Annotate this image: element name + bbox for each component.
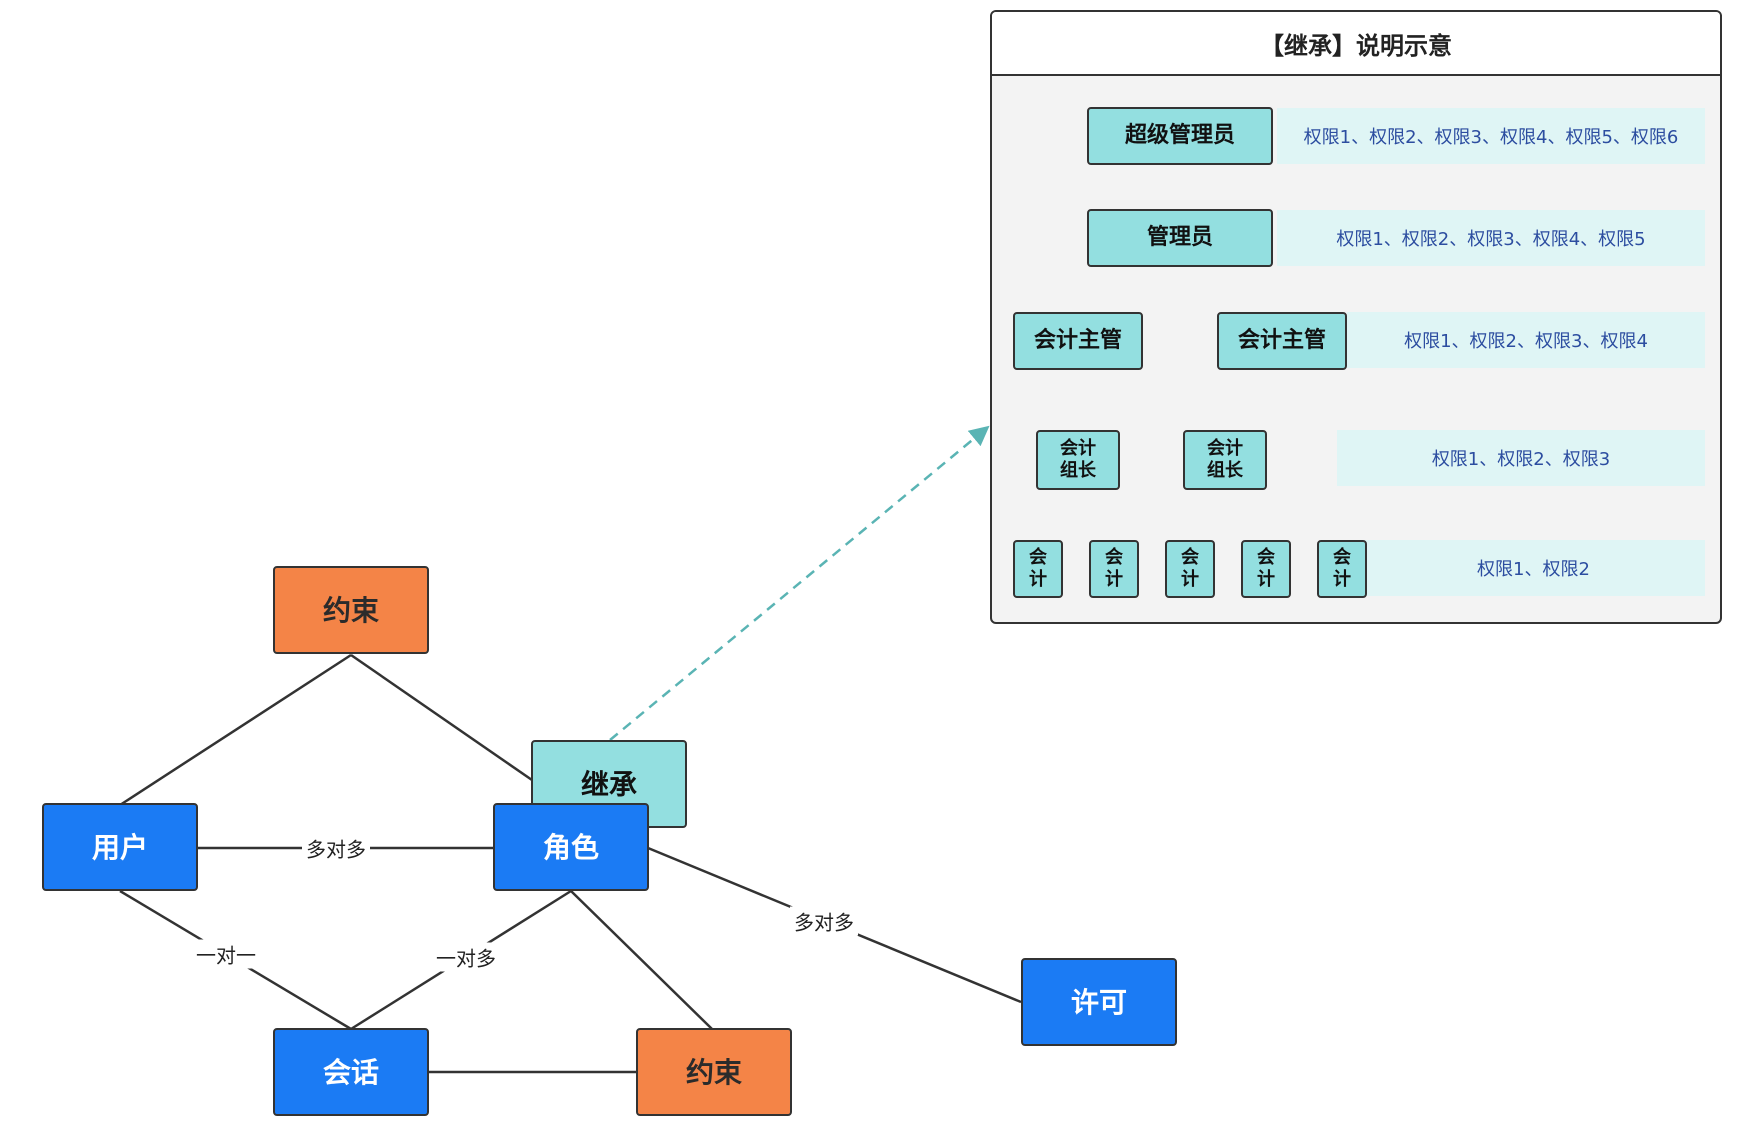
permission-row-level-5: 权限1、权限2 xyxy=(1362,540,1705,596)
permit-node[interactable]: 许可 xyxy=(1021,958,1177,1046)
edge-role-constraint xyxy=(570,890,713,1030)
session-node[interactable]: 会话 xyxy=(273,1028,429,1116)
edge-label-role-permit: 多对多 xyxy=(790,906,858,936)
edge-label-user-session: 一对一 xyxy=(192,939,260,969)
role-node[interactable]: 角色 xyxy=(493,803,649,891)
permission-row-level-3: 权限1、权限2、权限3、权限4 xyxy=(1347,312,1705,368)
role-super-admin[interactable]: 超级管理员 xyxy=(1087,107,1273,165)
role-accountant-5[interactable]: 会 计 xyxy=(1317,540,1367,598)
user-node[interactable]: 用户 xyxy=(42,803,198,891)
role-accountant-4[interactable]: 会 计 xyxy=(1241,540,1291,598)
permission-row-level-2: 权限1、权限2、权限3、权限4、权限5 xyxy=(1277,210,1705,266)
constraint-node-bottom[interactable]: 约束 xyxy=(636,1028,792,1116)
role-accounting-supervisor-1[interactable]: 会计主管 xyxy=(1013,312,1143,370)
constraint-node-top[interactable]: 约束 xyxy=(273,566,429,654)
role-accounting-supervisor-2[interactable]: 会计主管 xyxy=(1217,312,1347,370)
dashed-link-inherit-panel xyxy=(609,425,990,741)
edge-constraint-role xyxy=(350,653,533,782)
panel-title: 【继承】说明示意 xyxy=(992,12,1720,76)
permission-row-level-4: 权限1、权限2、权限3 xyxy=(1337,430,1705,486)
inherit-explanation-panel: 【继承】说明示意 权限1、权限2、权限3、权限4、权限5、权限6 权限1、权限2… xyxy=(990,10,1722,624)
role-accountant-1[interactable]: 会 计 xyxy=(1013,540,1063,598)
role-admin[interactable]: 管理员 xyxy=(1087,209,1273,267)
role-accountant-2[interactable]: 会 计 xyxy=(1089,540,1139,598)
permission-row-level-1: 权限1、权限2、权限3、权限4、权限5、权限6 xyxy=(1277,108,1705,164)
edge-label-role-session: 一对多 xyxy=(432,942,500,972)
edge-constraint-user xyxy=(119,653,352,807)
role-accountant-3[interactable]: 会 计 xyxy=(1165,540,1215,598)
role-team-leader-1[interactable]: 会计 组长 xyxy=(1036,430,1120,490)
edge-label-user-role: 多对多 xyxy=(302,833,370,863)
role-team-leader-2[interactable]: 会计 组长 xyxy=(1183,430,1267,490)
